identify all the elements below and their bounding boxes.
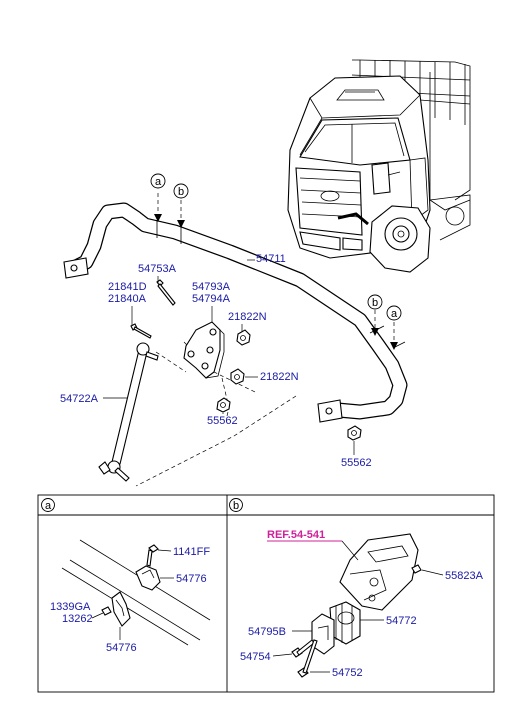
label-13262: 13262: [62, 613, 93, 625]
bolt-54753A: [156, 279, 176, 306]
bracket-plates: [183, 321, 225, 379]
label-55823A: 55823A: [445, 570, 484, 582]
bolt-21840A: [130, 323, 152, 339]
label-54754: 54754: [240, 651, 271, 663]
detail-a-header: a: [41, 498, 55, 512]
label-54772: 54772: [386, 615, 417, 627]
callout-a-right-text: a: [391, 308, 398, 320]
label-ref-54-541[interactable]: REF.54-541: [267, 529, 325, 541]
label-55562-right: 55562: [341, 457, 372, 469]
nut-21822N-lower: [230, 368, 245, 385]
callout-b-top-text: b: [178, 186, 184, 198]
link-54722A: [98, 342, 159, 482]
detail-b-drawing: [291, 533, 422, 678]
label-54795B: 54795B: [248, 626, 286, 638]
label-55562-left: 55562: [207, 415, 238, 427]
washer-55562-left: [216, 397, 231, 413]
label-54794A: 54794A: [192, 293, 231, 305]
label-21840A: 21840A: [108, 293, 147, 305]
detail-b-header: b: [229, 498, 243, 512]
detail-a-drawing: [61, 539, 211, 646]
label-21822N-lower: 21822N: [260, 371, 299, 383]
washer-55562-right: [347, 425, 362, 441]
callout-b-right-text: b: [372, 297, 378, 309]
label-54776-lower: 54776: [106, 642, 137, 654]
stabilizer-bar-54711: [63, 202, 408, 423]
label-1141FF: 1141FF: [173, 546, 210, 558]
label-54776-upper: 54776: [176, 573, 207, 585]
label-54753A: 54753A: [138, 263, 177, 275]
callout-a-right: a: [386, 305, 402, 350]
label-21822N-upper: 21822N: [228, 311, 267, 323]
detail-b-header-text: b: [233, 500, 239, 512]
callout-b-right: b: [367, 294, 383, 336]
label-1339GA: 1339GA: [50, 601, 91, 613]
label-54711: 54711: [256, 253, 286, 265]
label-54752: 54752: [332, 667, 363, 679]
callout-a-top-text: a: [155, 176, 162, 188]
label-54722A: 54722A: [60, 393, 99, 405]
nut-21822N-upper: [236, 329, 251, 346]
label-54793A: 54793A: [192, 281, 231, 293]
detail-a-header-text: a: [45, 500, 52, 512]
label-21841D: 21841D: [108, 281, 147, 293]
callout-b-top: b: [173, 183, 189, 228]
callout-a-top: a: [150, 173, 166, 222]
detail-panel: [37, 494, 495, 693]
truck-illustration: [287, 59, 471, 273]
